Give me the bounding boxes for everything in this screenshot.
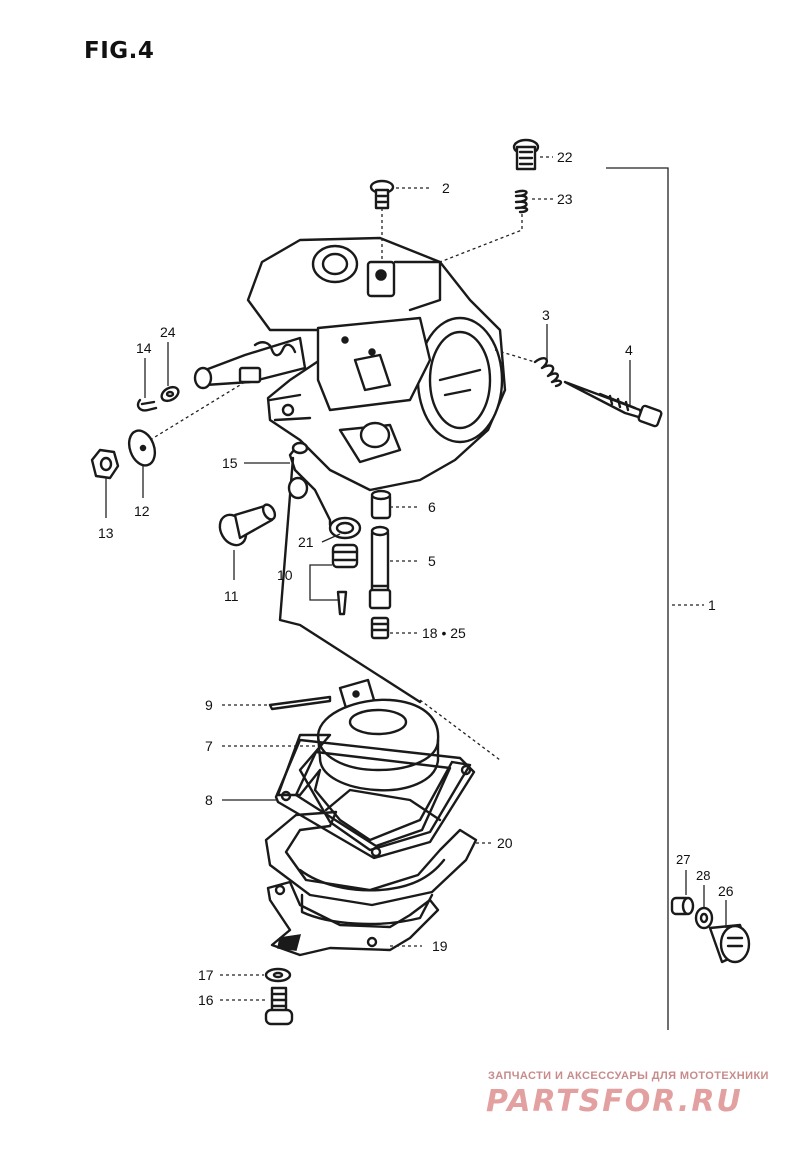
callout-11: 11 (224, 588, 239, 604)
pin-11 (218, 503, 277, 547)
bolt-16 (264, 986, 294, 1026)
callout-17: 17 (198, 967, 214, 983)
chamber-20 (264, 788, 478, 926)
watermark-logo: PARTSFOR.RU (486, 1084, 743, 1119)
washer-24 (160, 385, 180, 403)
callout-26: 26 (718, 883, 734, 899)
plug-26 (708, 923, 751, 964)
spring-3 (533, 357, 563, 388)
link-rod-15 (278, 441, 422, 704)
callout-19: 19 (432, 938, 448, 954)
washer-17 (264, 967, 292, 983)
callout-9: 9 (205, 697, 213, 713)
washer-12 (127, 429, 157, 467)
jet-18-25 (370, 616, 390, 640)
assembly-bracket (606, 167, 669, 1030)
callout-23: 23 (557, 191, 573, 207)
screw-22 (512, 138, 540, 171)
callout-28: 28 (696, 868, 710, 883)
callout-3: 3 (542, 307, 550, 323)
callout-22: 22 (557, 149, 573, 165)
callout-14: 14 (136, 340, 152, 356)
callout-7: 7 (205, 738, 213, 754)
leader-lines (105, 156, 727, 1001)
callout-2: 2 (442, 180, 450, 196)
clip-14 (136, 398, 158, 412)
jet-6 (370, 489, 392, 520)
needle-4 (494, 349, 663, 428)
callout-16: 16 (198, 992, 214, 1008)
watermark-tagline: ЗАПЧАСТИ И АКСЕССУАРЫ ДЛЯ МОТОТЕХНИКИ (488, 1070, 769, 1082)
callout-27: 27 (676, 852, 690, 867)
callout-1: 1 (708, 597, 716, 613)
callout-12: 12 (134, 503, 150, 519)
gasket-8 (274, 733, 476, 860)
callout-24: 24 (160, 324, 176, 340)
callout-10: 10 (277, 567, 293, 583)
gasket-21 (328, 516, 362, 540)
pin-9 (268, 695, 332, 711)
tube-5 (368, 525, 392, 610)
gasket-19 (266, 880, 440, 957)
screw-2 (369, 179, 395, 262)
washer-28 (694, 906, 714, 930)
callout-6: 6 (428, 499, 436, 515)
callout-8: 8 (205, 792, 213, 808)
nut-13 (90, 448, 120, 480)
callout-4: 4 (625, 342, 633, 358)
callout-18-25: 18 • 25 (422, 625, 466, 641)
carburetor-body (246, 236, 507, 492)
callout-20: 20 (497, 835, 513, 851)
figure-title: FIG.4 (84, 38, 155, 64)
spring-23 (439, 189, 529, 263)
callout-15: 15 (222, 455, 238, 471)
throttle-lever (193, 336, 307, 390)
callout-5: 5 (428, 553, 436, 569)
valve-10 (309, 543, 359, 616)
float-7 (316, 698, 440, 792)
callout-labels: 2 22 23 3 4 24 14 15 6 13 12 21 5 10 11 … (98, 149, 734, 1008)
cap-27 (670, 896, 695, 916)
callout-21: 21 (298, 534, 314, 550)
callout-13: 13 (98, 525, 114, 541)
